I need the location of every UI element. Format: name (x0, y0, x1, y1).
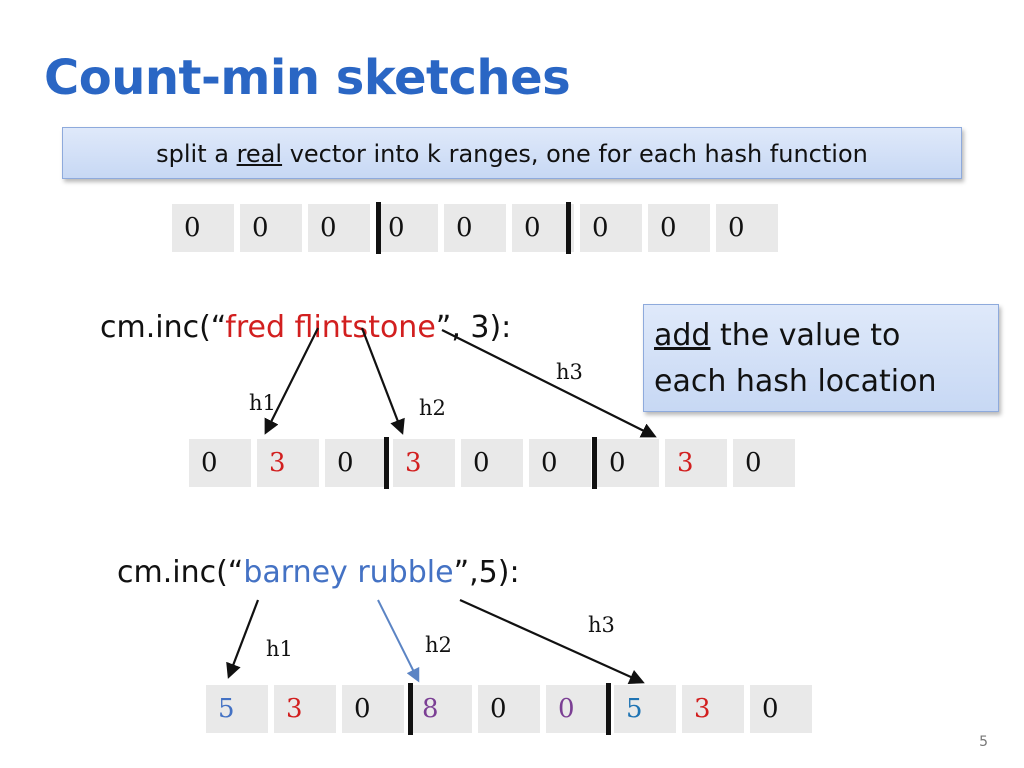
vector-cell: 3 (682, 685, 744, 733)
inc-call-barney: cm.inc(“barney rubble”,5): (117, 555, 520, 590)
callout-underlined-word: real (236, 140, 283, 168)
callout-text-start: split a (156, 140, 237, 168)
add-callout-line1: add the value to (654, 313, 998, 359)
vector-cell: 3 (665, 439, 727, 487)
add-callout-line2: each hash location (654, 364, 937, 399)
vector-after-fred: 0 3 0 3 0 0 0 3 0 (189, 439, 801, 487)
vector-cell: 8 (410, 685, 472, 733)
range-separator (384, 437, 389, 489)
vector-cell: 0 (376, 204, 438, 252)
call-key-barney: barney rubble (243, 555, 454, 590)
vector-cell: 0 (546, 685, 608, 733)
vector-cell: 0 (597, 439, 659, 487)
hash-label-h1: h1 (266, 637, 293, 661)
vector-cell: 0 (172, 204, 234, 252)
add-value-callout: add the value to each hash location (643, 304, 999, 412)
vector-cell: 5 (614, 685, 676, 733)
hash-label-h3: h3 (556, 360, 583, 384)
add-callout-rest: the value to (710, 318, 901, 353)
call-prefix: cm.inc(“ (117, 555, 244, 590)
vector-cell: 3 (393, 439, 455, 487)
arrow-fred-h1 (264, 327, 319, 435)
vector-after-barney: 5 3 0 8 0 0 5 3 0 (206, 685, 818, 733)
add-callout-underlined: add (654, 318, 711, 353)
hash-label-h2: h2 (419, 396, 446, 420)
vector-cell: 0 (325, 439, 387, 487)
vector-cell: 0 (308, 204, 370, 252)
range-separator (566, 202, 571, 254)
vector-cell: 0 (342, 685, 404, 733)
hash-label-h1: h1 (249, 391, 276, 415)
arrow-fred-h2 (360, 327, 405, 435)
range-separator (592, 437, 597, 489)
vector-cell: 3 (274, 685, 336, 733)
call-key-fred: fred flintstone (225, 310, 436, 345)
arrow-barney-h1 (226, 599, 260, 679)
vector-cell: 0 (580, 204, 642, 252)
vector-cell: 0 (716, 204, 778, 252)
call-suffix: ”,5): (453, 555, 520, 590)
vector-cell: 5 (206, 685, 268, 733)
call-prefix: cm.inc(“ (100, 310, 226, 345)
inc-call-fred: cm.inc(“fred flintstone”, 3): (100, 310, 511, 345)
vector-cell: 3 (257, 439, 319, 487)
range-separator (408, 683, 413, 735)
callout-text-end: vector into k ranges, one for each hash … (282, 140, 868, 168)
vector-cell: 0 (512, 204, 574, 252)
range-separator (606, 683, 611, 735)
vector-initial: 0 0 0 0 0 0 0 0 0 (172, 204, 784, 252)
vector-cell: 0 (648, 204, 710, 252)
vector-cell: 0 (750, 685, 812, 733)
vector-cell: 0 (240, 204, 302, 252)
vector-cell: 0 (529, 439, 591, 487)
split-vector-callout: split a real vector into k ranges, one f… (62, 127, 962, 179)
hash-label-h2: h2 (425, 633, 452, 657)
vector-cell: 0 (461, 439, 523, 487)
hash-label-h3: h3 (588, 613, 615, 637)
vector-cell: 0 (478, 685, 540, 733)
vector-cell: 0 (444, 204, 506, 252)
call-suffix: ”, 3): (435, 310, 512, 345)
page-number: 5 (979, 734, 988, 750)
range-separator (376, 202, 381, 254)
arrow-barney-h3 (459, 598, 645, 684)
vector-cell: 0 (733, 439, 795, 487)
arrow-barney-h2 (377, 599, 420, 683)
slide-title: Count-min sketches (44, 50, 571, 106)
arrow-fred-h3 (441, 329, 657, 438)
vector-cell: 0 (189, 439, 251, 487)
